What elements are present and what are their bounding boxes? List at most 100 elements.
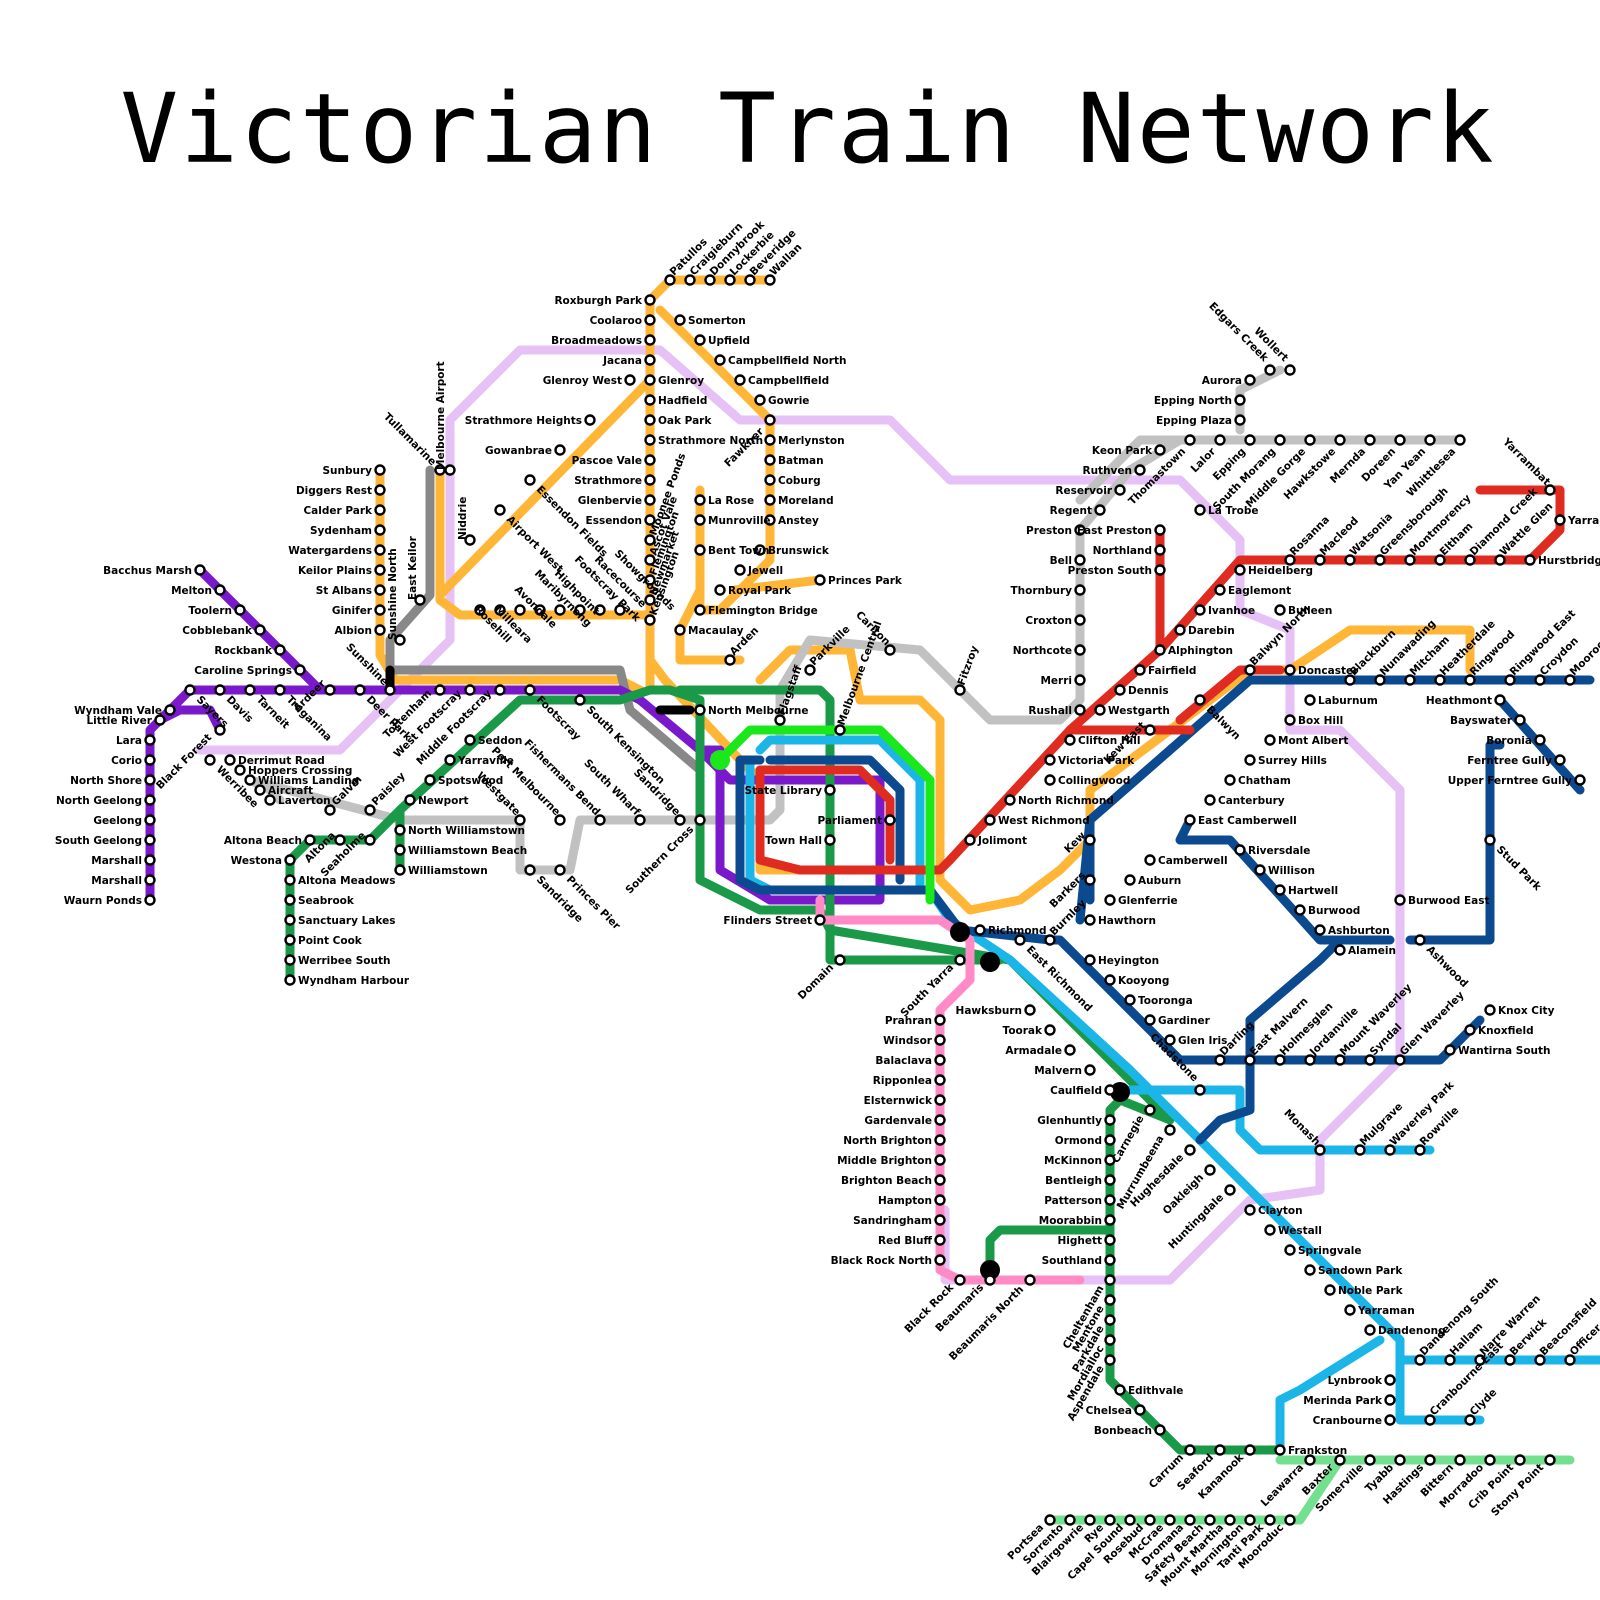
station-little-river	[154, 714, 166, 726]
station-label-westall: Westall	[1278, 1225, 1322, 1237]
station-melbourne-central	[834, 724, 846, 736]
station-westall	[1264, 1224, 1276, 1236]
station-sandringham	[934, 1214, 946, 1226]
station-label-middle-brighton: Middle Brighton	[837, 1155, 932, 1167]
station-label-corio: Corio	[111, 755, 142, 767]
station-south-geelong	[144, 834, 156, 846]
station-middle-brighton	[934, 1154, 946, 1166]
station-thomastown	[1184, 434, 1196, 446]
station-label-stony-point: Stony Point	[1489, 1462, 1546, 1519]
station-northcote	[1074, 644, 1086, 656]
station-label-yarraville: Yarraville	[457, 755, 514, 767]
station-tarneit	[244, 684, 256, 696]
station-ivanhoe	[1194, 604, 1206, 616]
station-clifton-hill	[1064, 734, 1076, 746]
station-werribee	[204, 754, 216, 766]
station-frankston	[1274, 1444, 1286, 1456]
station-label-flemington-bridge: Flemington Bridge	[708, 605, 818, 617]
station-waverley-park	[1384, 1144, 1396, 1156]
station-hallam	[1444, 1354, 1456, 1366]
station-thornbury	[1074, 584, 1086, 596]
station-label-caroline-springs: Caroline Springs	[194, 665, 292, 677]
station-highpoint	[554, 604, 566, 616]
station-label-hawthorn: Hawthorn	[1098, 915, 1156, 927]
station-label-west-richmond: West Richmond	[998, 815, 1090, 827]
station-ashburton	[1314, 924, 1326, 936]
station-sandown-park	[1304, 1264, 1316, 1276]
station-label-williamstown: Williamstown	[408, 865, 488, 877]
station-label-essendon: Essendon	[586, 515, 642, 527]
station-label-mont-albert: Mont Albert	[1278, 735, 1348, 747]
station-sunshine-north	[394, 634, 406, 646]
station-label-lara: Lara	[116, 735, 142, 747]
station-ardeer	[324, 684, 336, 696]
station-west-footscray	[464, 684, 476, 696]
station-label-niddrie: Niddrie	[457, 497, 469, 540]
station-la-rose	[694, 494, 706, 506]
station-label-werribee-south: Werribee South	[298, 955, 390, 967]
station-galvin	[324, 804, 336, 816]
station-riversdale	[1234, 844, 1246, 856]
station-regent	[1094, 504, 1106, 516]
station-seabrook	[284, 894, 296, 906]
station-domain	[834, 954, 846, 966]
station-sydenham	[374, 524, 386, 536]
station-ferntree-gully	[1554, 754, 1566, 766]
station-mooroolbark	[1564, 674, 1576, 686]
station-lalor	[1214, 434, 1226, 446]
station-yarraville	[444, 754, 456, 766]
hub-caulfield	[1110, 1082, 1130, 1102]
station-label-princes-park: Princes Park	[828, 575, 903, 587]
station-waurn-ponds	[144, 894, 156, 906]
station-stony-point	[1544, 1454, 1556, 1466]
station-label-williams-landing: Williams Landing	[258, 775, 359, 787]
station-ripponlea	[934, 1074, 946, 1086]
station-label-hawksburn: Hawksburn	[956, 1005, 1022, 1017]
station-label-willison: Willison	[1268, 865, 1315, 877]
station-heathmont	[1494, 694, 1506, 706]
station-label-wyndham-vale: Wyndham Vale	[74, 705, 162, 717]
station-knoxfield	[1464, 1024, 1476, 1036]
station-keilor-plains	[374, 564, 386, 576]
station-portsea	[1044, 1514, 1056, 1526]
station-label-hartwell: Hartwell	[1288, 885, 1338, 897]
station-wollert	[1284, 364, 1296, 376]
station-bayswater	[1514, 714, 1526, 726]
station-clyde	[1464, 1414, 1476, 1426]
station-label-seabrook: Seabrook	[298, 895, 355, 907]
station-label-elsternwick: Elsternwick	[864, 1095, 933, 1107]
station-label-knoxfield: Knoxfield	[1478, 1025, 1534, 1037]
station-label-keilor-plains: Keilor Plains	[298, 565, 372, 577]
station-mooroduc	[1284, 1514, 1296, 1526]
station-label-gardiner: Gardiner	[1158, 1015, 1211, 1027]
station-north-shore	[144, 774, 156, 786]
station-label-thornbury: Thornbury	[1010, 585, 1072, 597]
station-label-bonbeach: Bonbeach	[1094, 1425, 1152, 1437]
station-mitcham	[1404, 674, 1416, 686]
station-label-campbellfield: Campbellfield	[748, 375, 829, 387]
station-gowanbrae	[554, 444, 566, 456]
station-chadstone	[1194, 1084, 1206, 1096]
station-label-brighton-beach: Brighton Beach	[841, 1175, 932, 1187]
station-fawkner	[764, 414, 776, 426]
station-label-moreland: Moreland	[778, 495, 834, 507]
station-sunshine	[384, 684, 396, 696]
station-beveridge	[744, 274, 756, 286]
station-macleod	[1314, 554, 1326, 566]
station-spotswood	[424, 774, 436, 786]
station-williams-landing	[244, 774, 256, 786]
station-label-jacana: Jacana	[602, 355, 642, 367]
station-geelong	[144, 814, 156, 826]
station-label-clyde: Clyde	[1468, 1386, 1500, 1418]
station-craigieburn	[684, 274, 696, 286]
station-label-strathmore-north: Strathmore North	[658, 435, 763, 447]
station-label-dennis: Dennis	[1128, 685, 1169, 697]
station-label-williamstown-beach: Williamstown Beach	[408, 845, 527, 857]
station-reservoir	[1114, 484, 1126, 496]
station-flemington-bridge	[694, 604, 706, 616]
station-dennis	[1114, 684, 1126, 696]
station-sorrento	[1064, 1514, 1076, 1526]
station-label-balaclava: Balaclava	[875, 1055, 932, 1067]
station-label-albion: Albion	[334, 625, 372, 637]
